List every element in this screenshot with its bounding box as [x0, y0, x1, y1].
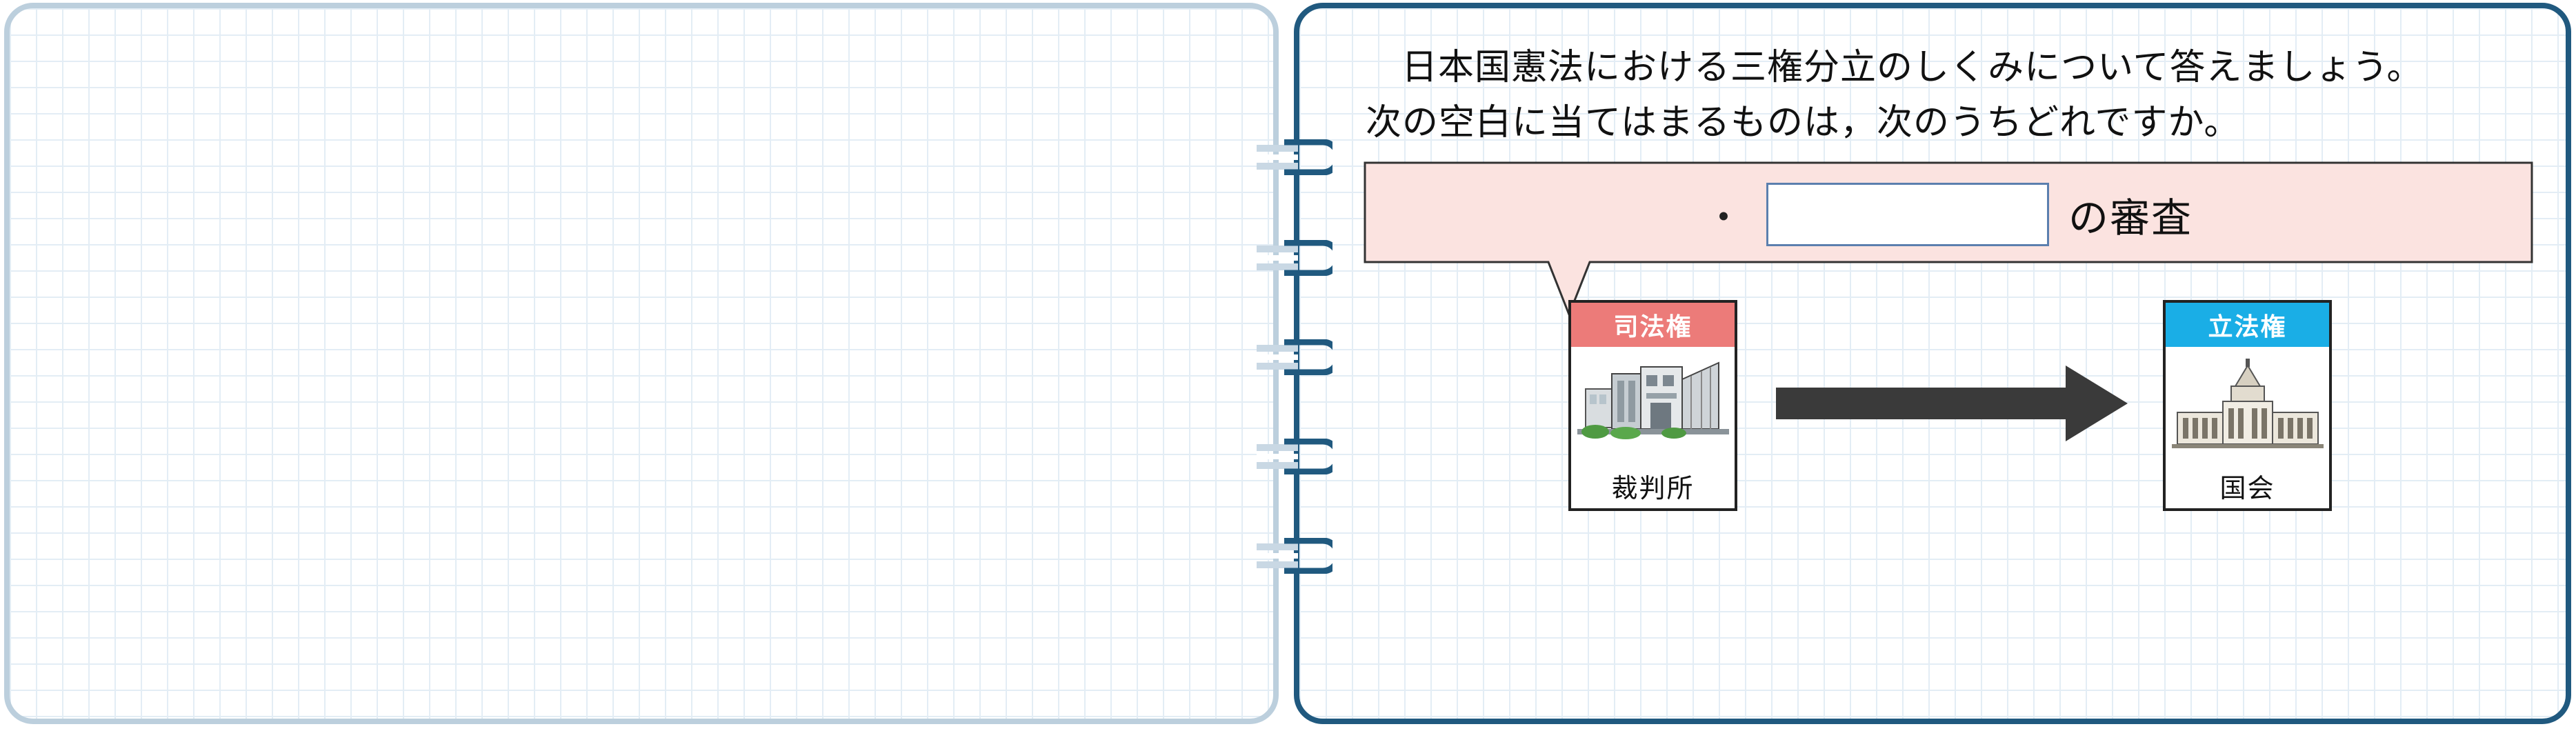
left-page: [4, 3, 1279, 724]
bubble-content: ・ の審査: [1366, 163, 2531, 266]
judicial-card-caption: 裁判所: [1611, 472, 1695, 503]
question-text: 日本国憲法における三権分立のしくみについて答えましょう。 次の空白に当てはまるも…: [1366, 40, 2504, 150]
legislative-card-header: 立法権: [2166, 303, 2329, 347]
judicial-card-header: 司法権: [1571, 303, 1735, 347]
binder-ring-icon: [1257, 339, 1332, 375]
legislative-card-caption: 国会: [2219, 472, 2275, 503]
binder-ring-icon: [1257, 139, 1332, 175]
binder-ring-icon: [1257, 439, 1332, 474]
binder-ring-icon: [1257, 538, 1332, 574]
national-diet-building-icon: [2166, 347, 2329, 463]
legislative-card: 立法権: [2163, 300, 2332, 511]
question-line-2: 次の空白に当てはまるものは，次のうちどれですか。: [1366, 102, 2241, 143]
binder-ring-icon: [1257, 240, 1332, 276]
answer-blank[interactable]: [1766, 183, 2049, 246]
right-arrow-icon: [1776, 366, 2128, 441]
supreme-court-building-icon: [1571, 347, 1735, 463]
review-label: の審査: [2068, 194, 2193, 241]
judicial-card: 司法権: [1568, 300, 1737, 511]
bullet-mark: ・: [1704, 195, 1743, 241]
question-line-1: 日本国憲法における三権分立のしくみについて答えましょう。: [1401, 47, 2424, 88]
right-page: [1294, 3, 2571, 724]
